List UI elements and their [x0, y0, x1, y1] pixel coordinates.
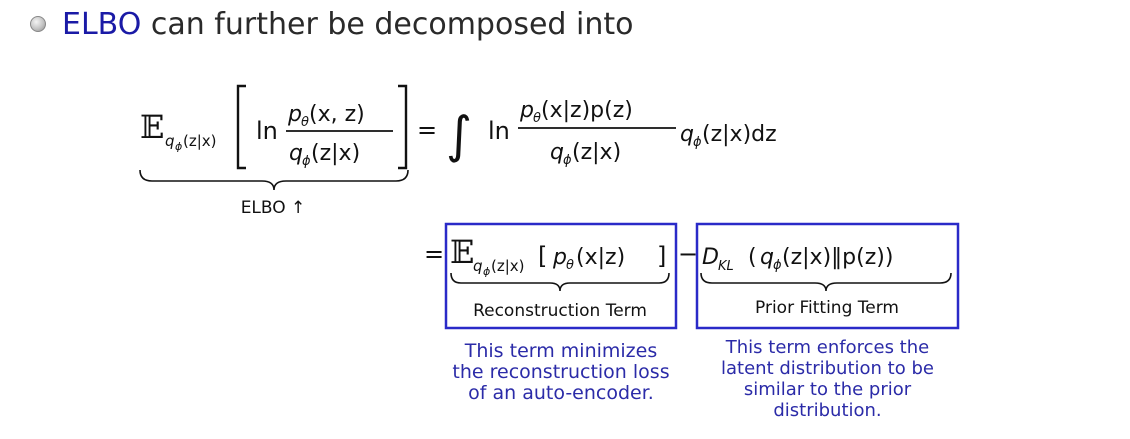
svg-text:ϕ: ϕ	[773, 258, 782, 273]
reconstruction-term-label: Reconstruction Term	[473, 301, 647, 321]
note-line: latent distribution to be	[721, 358, 934, 379]
svg-text:p: p	[519, 98, 534, 123]
svg-text:(z|x): (z|x)	[183, 132, 217, 150]
svg-text:𝔼: 𝔼	[450, 233, 474, 271]
svg-text:θ: θ	[566, 258, 574, 273]
bullet-line: ELBO can further be decomposed into	[30, 4, 633, 44]
prior-note: This term enforces the latent distributi…	[690, 337, 965, 421]
svg-text:ϕ: ϕ	[302, 154, 311, 169]
svg-text:θ: θ	[301, 115, 309, 130]
heading-text: can further be decomposed into	[141, 6, 634, 42]
svg-text:𝔼: 𝔼	[140, 108, 164, 146]
reconstruction-term-box	[444, 222, 678, 330]
svg-text:ln: ln	[488, 117, 510, 145]
svg-text:ϕ: ϕ	[693, 135, 702, 150]
svg-text:ϕ: ϕ	[483, 265, 490, 278]
prior-underbrace	[700, 272, 952, 292]
svg-text:q: q	[550, 140, 564, 165]
elbo-label: ELBO ↑	[241, 198, 306, 218]
svg-text:q: q	[165, 132, 175, 150]
svg-text:]: ]	[657, 242, 666, 270]
prior-fitting-term-box	[695, 222, 960, 330]
svg-text:(x, z): (x, z)	[309, 102, 365, 127]
svg-text:(z|x): (z|x)	[491, 257, 525, 275]
slide-heading: ELBO can further be decomposed into	[62, 7, 633, 42]
svg-text:ln: ln	[256, 117, 278, 145]
svg-text:q: q	[473, 257, 483, 275]
note-line: similar to the prior	[743, 379, 912, 400]
equals-sign: =	[424, 240, 444, 268]
svg-text:(: (	[748, 245, 757, 270]
svg-text:ϕ: ϕ	[175, 140, 182, 153]
note-line: This term minimizes	[464, 340, 658, 362]
svg-text:[: [	[538, 242, 547, 270]
svg-text:θ: θ	[533, 111, 541, 126]
svg-text:=: =	[417, 116, 437, 144]
svg-text:(z|x): (z|x)	[572, 140, 621, 165]
svg-text:(z|x)‖p(z)): (z|x)‖p(z))	[782, 245, 893, 270]
elbo-expression: 𝔼 q ϕ (z|x) ln p θ (x, z) q ϕ (z|x)	[140, 84, 408, 170]
heading-highlight: ELBO	[62, 6, 142, 42]
elbo-underbrace	[139, 169, 409, 191]
reconstruction-note: This term minimizes the reconstruction l…	[436, 341, 686, 404]
reconstruction-underbrace	[450, 272, 670, 292]
svg-text:p: p	[552, 245, 567, 270]
svg-text:(x|z)p(z): (x|z)p(z)	[541, 98, 633, 123]
svg-text:(z|x): (z|x)	[311, 141, 360, 166]
note-line: distribution.	[773, 400, 882, 421]
svg-text:(z|x)dz: (z|x)dz	[702, 122, 777, 147]
svg-text:∫: ∫	[446, 106, 472, 164]
note-line: the reconstruction loss	[452, 361, 670, 383]
note-line: of an auto-encoder.	[468, 382, 654, 404]
reconstruction-expression: 𝔼 q ϕ (z|x) [ p θ (x|z) ]	[450, 233, 666, 278]
bullet-icon	[30, 16, 46, 32]
note-line: This term enforces the	[725, 337, 930, 358]
svg-text:KL: KL	[718, 259, 734, 274]
svg-text:p: p	[287, 102, 302, 127]
svg-text:D: D	[702, 245, 719, 270]
svg-text:q: q	[680, 122, 694, 147]
svg-text:q: q	[289, 141, 303, 166]
integral-expression: = ∫ ln p θ (x|z)p(z) q ϕ (z|x) q ϕ (z|x)…	[417, 98, 777, 168]
svg-text:(x|z): (x|z)	[576, 245, 625, 270]
minus-sign: −	[678, 240, 698, 268]
svg-text:ϕ: ϕ	[563, 153, 572, 168]
svg-text:q: q	[760, 245, 774, 270]
kl-expression: D KL ( q ϕ (z|x)‖p(z))	[702, 245, 893, 274]
prior-fitting-term-label: Prior Fitting Term	[755, 298, 899, 318]
